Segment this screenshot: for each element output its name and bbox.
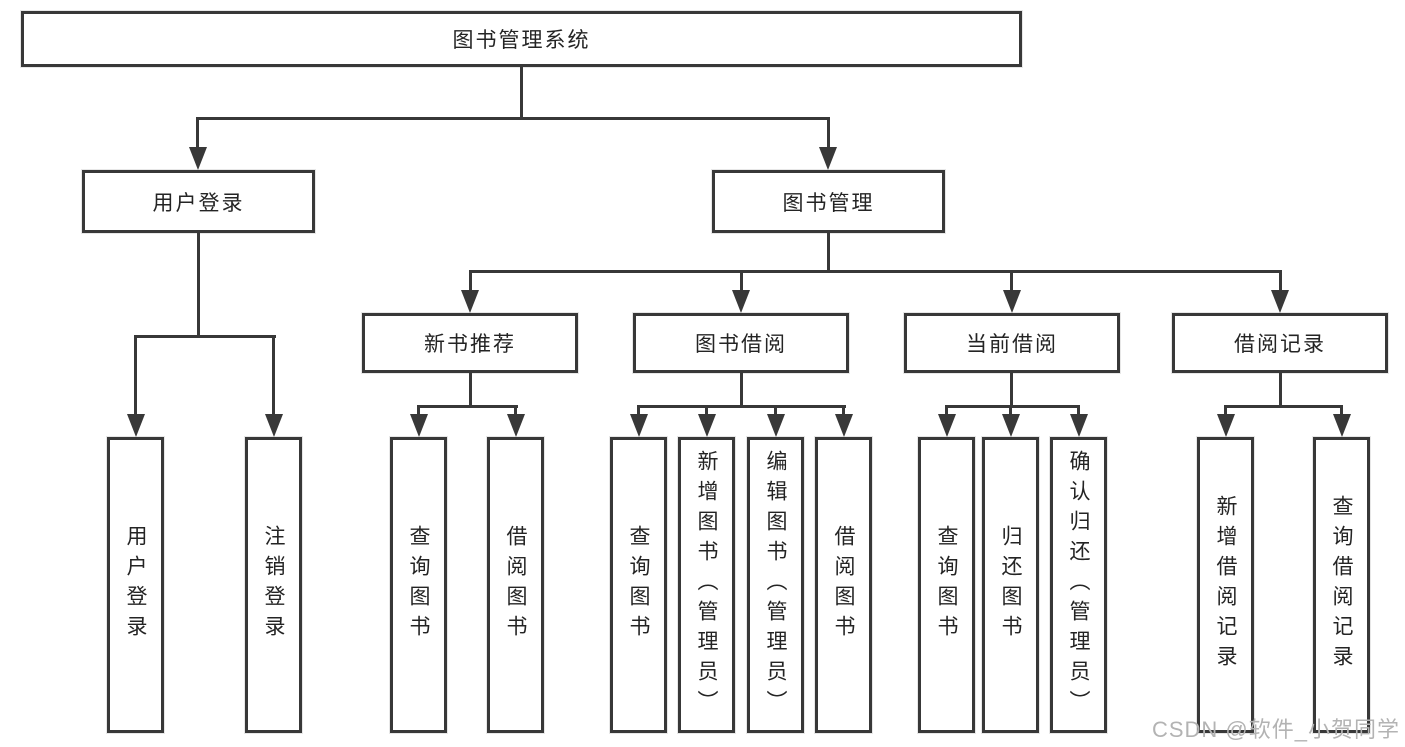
leaf-recommend-borrow-books: 借阅图书 <box>487 437 544 733</box>
leaf-records-query-record: 查询借阅记录 <box>1313 437 1370 733</box>
arrow-down-icon <box>1333 414 1351 437</box>
arrow-down-icon <box>410 414 428 437</box>
node-book-borrowing: 图书借阅 <box>633 313 849 373</box>
arrow-down-icon <box>938 414 956 437</box>
arrow-down-icon <box>265 414 283 437</box>
connector-line <box>945 405 948 416</box>
connector-line <box>1279 373 1282 407</box>
connector-line <box>1077 405 1080 416</box>
connector-line <box>740 270 743 292</box>
connector-line <box>272 335 275 416</box>
arrow-down-icon <box>189 147 207 170</box>
connector-line <box>197 233 200 337</box>
connector-line <box>946 405 1080 408</box>
connector-line <box>1010 270 1013 292</box>
arrow-down-icon <box>461 290 479 313</box>
leaf-current-confirm-return-admin: 确认归还（管理员） <box>1050 437 1107 733</box>
connector-line <box>469 270 472 292</box>
node-borrowing-records: 借阅记录 <box>1172 313 1388 373</box>
node-user-login: 用户登录 <box>82 170 315 233</box>
arrow-down-icon <box>1271 290 1289 313</box>
arrow-down-icon <box>1003 290 1021 313</box>
node-book-management: 图书管理 <box>712 170 945 233</box>
arrow-down-icon <box>767 414 785 437</box>
connector-line <box>1009 405 1012 416</box>
connector-line <box>1225 405 1343 408</box>
connector-line <box>417 405 420 416</box>
arrow-down-icon <box>1070 414 1088 437</box>
arrow-down-icon <box>732 290 750 313</box>
connector-line <box>637 405 640 416</box>
connector-line <box>774 405 777 416</box>
connector-line <box>1010 373 1013 407</box>
leaf-logout: 注销登录 <box>245 437 302 733</box>
arrow-down-icon <box>127 414 145 437</box>
connector-line <box>638 405 846 408</box>
node-library-management-system: 图书管理系统 <box>21 11 1022 67</box>
connector-line <box>196 117 199 149</box>
connector-line <box>842 405 845 416</box>
leaf-borrowing-borrow-books: 借阅图书 <box>815 437 872 733</box>
node-new-book-recommend: 新书推荐 <box>362 313 578 373</box>
leaf-borrowing-query-books: 查询图书 <box>610 437 667 733</box>
connector-line <box>134 335 137 416</box>
connector-line <box>418 405 518 408</box>
connector-line <box>469 270 1282 273</box>
leaf-current-return-books: 归还图书 <box>982 437 1039 733</box>
connector-line <box>197 117 830 120</box>
connector-line <box>520 67 523 118</box>
arrow-down-icon <box>507 414 525 437</box>
watermark-text: CSDN @软件_小贺同学 <box>1151 717 1400 742</box>
leaf-records-add-record: 新增借阅记录 <box>1197 437 1254 733</box>
connector-line <box>827 233 830 272</box>
arrow-down-icon <box>1217 414 1235 437</box>
connector-line <box>1279 270 1282 292</box>
connector-line <box>705 405 708 416</box>
arrow-down-icon <box>835 414 853 437</box>
connector-line <box>1340 405 1343 416</box>
connector-line <box>740 373 743 407</box>
arrow-down-icon <box>1002 414 1020 437</box>
leaf-current-query-books: 查询图书 <box>918 437 975 733</box>
leaf-borrowing-add-books-admin: 新增图书（管理员） <box>678 437 735 733</box>
connector-line <box>1224 405 1227 416</box>
leaf-borrowing-edit-books-admin: 编辑图书（管理员） <box>747 437 804 733</box>
node-current-borrowing: 当前借阅 <box>904 313 1120 373</box>
arrow-down-icon <box>630 414 648 437</box>
connector-line <box>514 405 517 416</box>
leaf-recommend-query-books: 查询图书 <box>390 437 447 733</box>
arrow-down-icon <box>698 414 716 437</box>
leaf-user-login: 用户登录 <box>107 437 164 733</box>
connector-line <box>469 373 472 407</box>
arrow-down-icon <box>819 147 837 170</box>
connector-line <box>827 117 830 149</box>
connector-line <box>135 335 276 338</box>
